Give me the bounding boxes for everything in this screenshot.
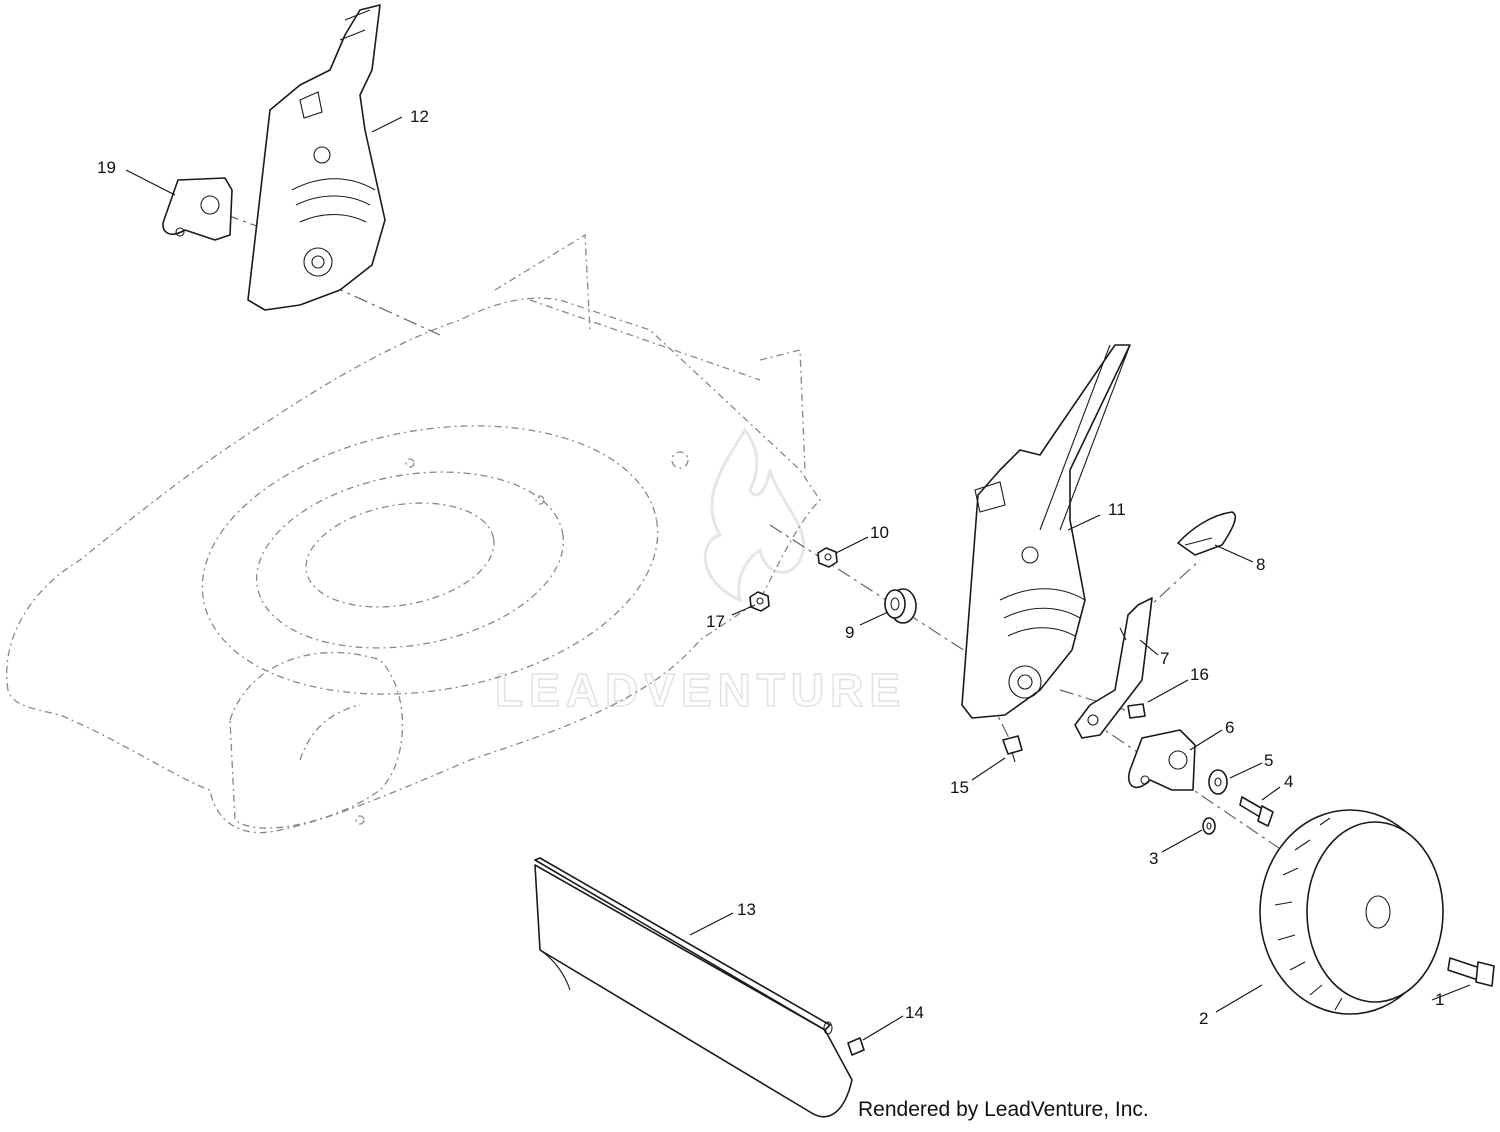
part-17-nut	[749, 591, 770, 612]
callout-2: 2	[1199, 1009, 1208, 1028]
callout-1: 1	[1435, 990, 1444, 1009]
part-12-left-plate	[247, 4, 386, 311]
watermark: LEADVENTURE	[494, 427, 906, 717]
part-7-link	[1074, 597, 1153, 739]
callout-3: 3	[1149, 849, 1158, 868]
part-15-bolt	[1002, 735, 1023, 763]
callout-12: 12	[410, 107, 429, 126]
callout-7: 7	[1160, 649, 1169, 668]
callout-19: 19	[97, 158, 116, 177]
part-10-nut	[817, 547, 838, 568]
callout-6: 6	[1225, 718, 1234, 737]
watermark-flame-logo	[703, 427, 806, 603]
part-16-pin	[1127, 703, 1146, 719]
assembly-lines	[199, 204, 1401, 931]
callout-14: 14	[905, 1003, 924, 1022]
callout-10: 10	[870, 523, 889, 542]
callout-4: 4	[1284, 772, 1293, 791]
callout-11: 11	[1108, 500, 1126, 519]
callout-9: 9	[845, 623, 854, 642]
part-1-axle-bolt	[1447, 957, 1495, 987]
callout-17: 17	[706, 612, 725, 631]
part-3-washer	[1202, 817, 1216, 835]
part-11-right-plate	[961, 344, 1131, 719]
part-6-bracket	[1128, 729, 1196, 791]
part-13-rear-flap	[534, 857, 853, 1118]
part-9-bushing	[884, 588, 917, 624]
part-8-grip	[1177, 511, 1237, 556]
callout-16: 16	[1190, 665, 1209, 684]
callout-13: 13	[737, 900, 756, 919]
callout-5: 5	[1264, 751, 1273, 770]
callouts: 1 2 3 4 5 6 7 8 9 10 11 12 13 14 15 16 1…	[97, 107, 1444, 1028]
mower-deck-phantom	[6, 233, 821, 834]
leader-lines	[125, 116, 1471, 1041]
callout-8: 8	[1256, 555, 1265, 574]
part-5-washer	[1208, 769, 1228, 795]
callout-15: 15	[950, 778, 969, 797]
part-14-screw	[847, 1037, 865, 1056]
part-4-bolt	[1239, 796, 1274, 827]
watermark-text: LEADVENTURE	[495, 664, 906, 716]
credit-text: Rendered by LeadVenture, Inc.	[858, 1098, 1149, 1121]
part-2-wheel	[1259, 809, 1444, 1015]
part-19-bracket	[162, 177, 233, 241]
